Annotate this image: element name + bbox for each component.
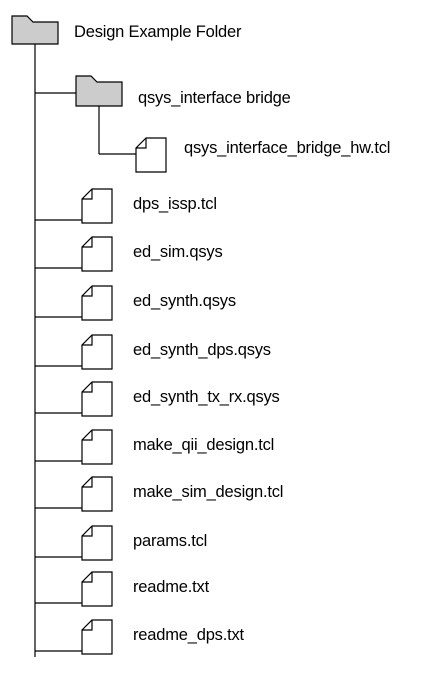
file-icon — [81, 619, 113, 655]
file-label: ed_sim.qsys — [133, 243, 223, 261]
subfolder-file-icon — [135, 137, 167, 173]
file-label: make_sim_design.tcl — [133, 483, 284, 501]
file-icon — [81, 429, 113, 465]
file-icon — [81, 285, 113, 321]
file-label: ed_synth_tx_rx.qsys — [133, 388, 280, 406]
file-icon — [81, 236, 113, 272]
file-icon — [81, 525, 113, 561]
file-label: ed_synth_dps.qsys — [133, 341, 271, 359]
subfolder-file-label: qsys_interface_bridge_hw.tcl — [184, 139, 391, 157]
root-folder-icon — [11, 15, 59, 45]
file-label: dps_issp.tcl — [133, 195, 217, 213]
file-label: readme_dps.txt — [133, 626, 244, 644]
subfolder-label: qsys_interface bridge — [138, 89, 291, 107]
file-label: readme.txt — [133, 578, 209, 596]
file-icon — [81, 381, 113, 417]
file-label: ed_synth.qsys — [133, 292, 236, 310]
file-label: params.tcl — [133, 532, 208, 550]
file-icon — [81, 188, 113, 224]
file-icon — [81, 571, 113, 607]
subfolder-folder-icon — [75, 75, 123, 107]
file-icon — [81, 334, 113, 370]
root-folder-label: Design Example Folder — [74, 23, 242, 41]
file-label: make_qii_design.tcl — [133, 436, 275, 454]
file-icon — [81, 476, 113, 512]
